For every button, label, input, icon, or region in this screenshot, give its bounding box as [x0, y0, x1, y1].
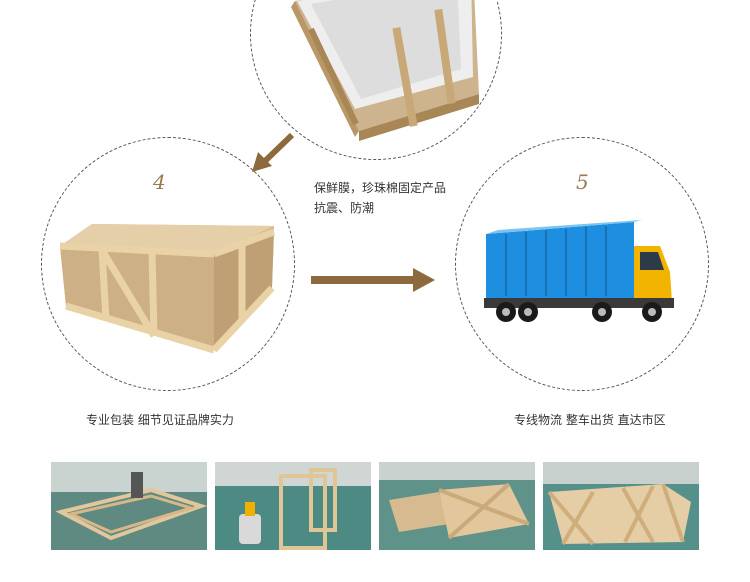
workshop-photo-closed-crate	[543, 462, 699, 550]
closed-crate-image	[59, 224, 276, 354]
step4-caption: 专业包装 细节见证品牌实力	[86, 413, 234, 427]
open-crate-image	[291, 0, 479, 141]
step5-number: 5	[576, 170, 589, 194]
step5-circle	[455, 137, 709, 391]
workshop-photo-crates-floor	[379, 462, 535, 550]
packing-note-line1: 保鲜膜，珍珠棉固定产品	[314, 181, 447, 195]
packing-note-line2: 抗震、防潮	[314, 201, 375, 215]
step3-circle	[250, 0, 502, 160]
packing-note: 保鲜膜，珍珠棉固定产品 抗震、防潮	[314, 178, 446, 218]
step5-caption: 专线物流 整车出货 直达市区	[514, 413, 666, 427]
step4-circle	[41, 137, 295, 391]
workshop-photo-frame-assembly	[51, 462, 207, 550]
truck-image	[484, 220, 674, 322]
arrow-right-icon	[311, 268, 435, 292]
workshop-photo-frames-vacuum	[215, 462, 371, 550]
arrow-down-left-icon	[252, 132, 295, 172]
step4-number: 4	[153, 170, 166, 194]
